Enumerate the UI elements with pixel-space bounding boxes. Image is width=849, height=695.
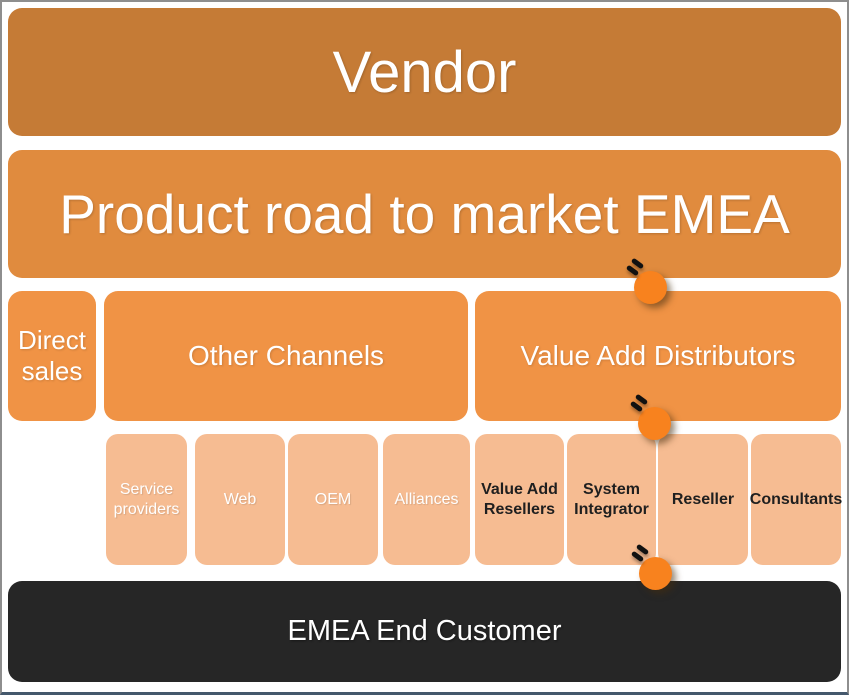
value-add-distributors-label: Value Add Distributors xyxy=(520,340,796,372)
partner-web: Web xyxy=(195,434,285,565)
channel-direct-sales: Direct sales xyxy=(8,291,96,421)
system-integrator-label: System Integrator xyxy=(574,480,649,518)
partner-service-providers: Service providers xyxy=(106,434,187,565)
channel-other-channels: Other Channels xyxy=(104,291,468,421)
partner-oem: OEM xyxy=(288,434,378,565)
web-label: Web xyxy=(223,490,257,508)
other-channels-label: Other Channels xyxy=(187,340,385,372)
emea-end-customer-label: EMEA End Customer xyxy=(287,615,562,647)
vendor-label: Vendor xyxy=(332,39,517,105)
emea-end-customer-box: EMEA End Customer xyxy=(8,581,841,682)
road-to-market-label: Product road to market EMEA xyxy=(59,183,790,245)
partner-reseller: Reseller xyxy=(658,434,748,565)
partner-consultants: Consultants xyxy=(749,434,843,565)
value-add-resellers-label: Value Add Resellers xyxy=(481,480,558,518)
direct-sales-label: Direct sales xyxy=(18,324,86,386)
reseller-label: Reseller xyxy=(671,490,735,508)
partner-system-integrator: System Integrator xyxy=(567,434,656,565)
service-providers-label: Service providers xyxy=(113,480,180,518)
click-marker-vendor-to-distributors[interactable] xyxy=(625,257,667,304)
channel-value-add-distributors: Value Add Distributors xyxy=(475,291,841,421)
consultants-label: Consultants xyxy=(749,490,843,508)
alliances-label: Alliances xyxy=(394,490,459,508)
click-marker-distributors-to-partners[interactable] xyxy=(629,393,671,440)
partner-value-add-resellers: Value Add Resellers xyxy=(475,434,564,565)
road-to-market-box: Product road to market EMEA xyxy=(8,150,841,278)
vendor-box: Vendor xyxy=(8,8,841,136)
click-marker-partners-to-customer[interactable] xyxy=(630,543,672,590)
oem-label: OEM xyxy=(314,490,352,508)
partner-alliances: Alliances xyxy=(383,434,470,565)
